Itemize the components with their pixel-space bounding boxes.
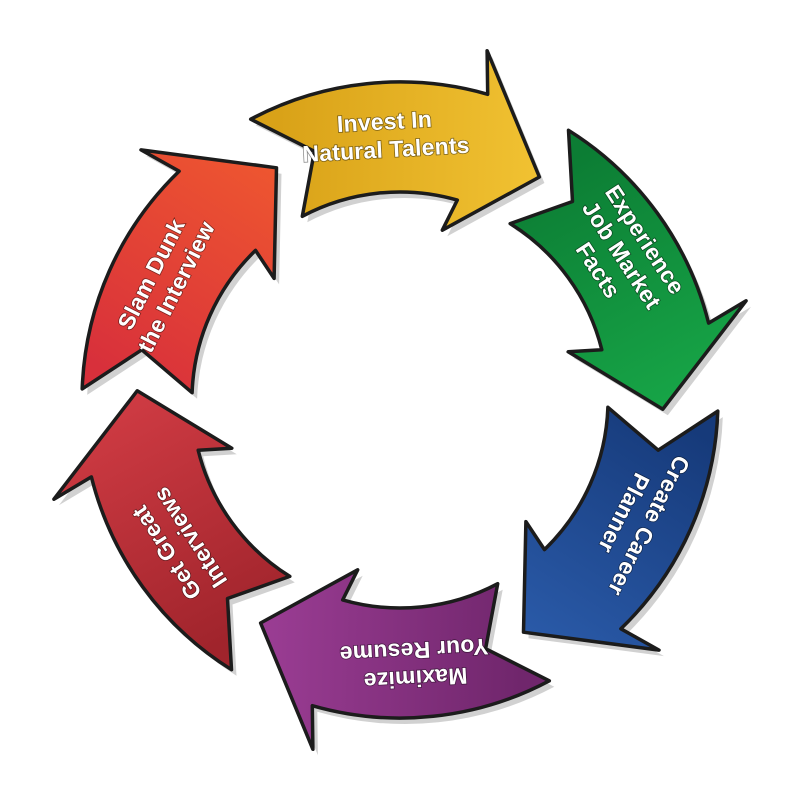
step-label-line: Maximize [363, 663, 468, 695]
cycle-step-invest: Invest InNatural Talents [248, 48, 545, 237]
cycle-arrow-icon [80, 148, 279, 395]
cycle-arrow-icon [52, 389, 292, 672]
cycle-step-maximize: MaximizeYour Resume [258, 568, 555, 756]
cycle-arrow-icon [508, 128, 748, 411]
cycle-arrow-icon [248, 48, 542, 232]
cycle-step-create-career: Create CareerPlanner [521, 405, 723, 657]
cycle-step-get-great: Get GreatInterviews [52, 389, 295, 676]
cycle-step-slam-dunk: Slam Dunkthe Interview [80, 148, 282, 399]
cycle-arrow-icon [258, 568, 552, 752]
cycle-step-experience: ExperienceJob MarketFacts [508, 128, 752, 416]
step-label-line: Invest In [336, 106, 432, 137]
cycle-arrow-icon [521, 405, 720, 652]
